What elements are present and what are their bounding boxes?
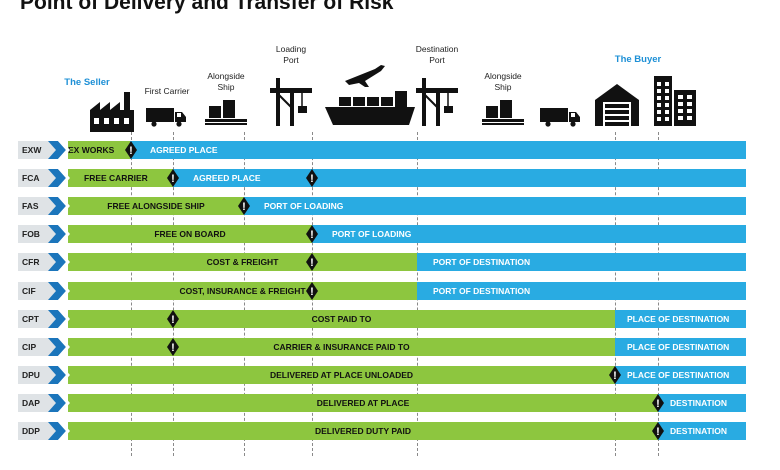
buyer-segment: AGREED PLACE (173, 169, 746, 188)
airplane-ship-icon (325, 65, 415, 125)
risk-transfer-icon: ! (167, 309, 179, 328)
incoterm-code: DAP (18, 393, 56, 412)
incoterm-code: DDP (18, 422, 56, 440)
risk-transfer-icon: ! (167, 169, 179, 188)
incoterm-code: CFR (18, 253, 56, 272)
incoterm-code: CIF (18, 281, 56, 300)
buyer-segment: PORT OF DESTINATION (417, 281, 746, 300)
seller-segment: EX WORKS (68, 141, 130, 159)
truck-icon (146, 108, 186, 127)
svg-text:!: ! (171, 314, 175, 326)
risk-transfer-icon: ! (125, 141, 137, 159)
port-crane-icon (416, 78, 458, 126)
incoterm-code: EXW (18, 141, 56, 159)
seller-segment: COST PAID TO (68, 309, 615, 328)
seller-segment: CARRIER & INSURANCE PAID TO (68, 337, 615, 356)
chevron-right-icon (48, 281, 70, 300)
chevron-right-icon (48, 141, 70, 159)
chevron-right-icon (48, 225, 70, 244)
buyer-segment: PORT OF LOADING (312, 225, 746, 244)
risk-transfer-icon: ! (306, 225, 318, 244)
svg-text:!: ! (613, 370, 617, 382)
chevron-right-icon (48, 169, 70, 188)
incoterm-code: FAS (18, 197, 56, 216)
seller-segment: FREE ALONGSIDE SHIP (68, 197, 244, 216)
cargo-pallet-icon (205, 100, 247, 125)
risk-transfer-icon: ! (306, 169, 318, 188)
risk-transfer-icon: ! (652, 422, 664, 440)
factory-icon (90, 92, 134, 132)
cargo-pallet-icon (482, 100, 524, 125)
seller-segment: DELIVERED DUTY PAID (68, 422, 658, 440)
buyer-segment: PORT OF DESTINATION (417, 253, 746, 272)
warehouse-icon (595, 84, 639, 126)
office-building-icon (654, 76, 696, 126)
svg-text:!: ! (242, 201, 246, 213)
incoterm-code: CPT (18, 309, 56, 328)
incoterm-code: DPU (18, 365, 56, 384)
buyer-segment: AGREED PLACE (130, 141, 746, 159)
chevron-right-icon (48, 309, 70, 328)
buyer-segment: PLACE OF DESTINATION (615, 337, 746, 356)
stage-label-first-carrier: First Carrier (144, 86, 190, 96)
chevron-right-icon (48, 197, 70, 216)
chevron-right-icon (48, 422, 70, 440)
incoterm-code: CIP (18, 337, 56, 356)
seller-segment: FREE ON BOARD (68, 225, 312, 244)
seller-segment: COST, INSURANCE & FREIGHT (68, 281, 417, 300)
svg-text:!: ! (656, 426, 660, 438)
truck-icon (540, 108, 580, 127)
chevron-right-icon (48, 393, 70, 412)
risk-transfer-icon: ! (167, 337, 179, 356)
svg-text:!: ! (171, 173, 175, 185)
seller-segment: FREE CARRIER (68, 169, 173, 188)
svg-text:!: ! (310, 286, 314, 298)
chevron-right-icon (48, 365, 70, 384)
risk-transfer-icon: ! (306, 281, 318, 300)
incoterm-code: FOB (18, 225, 56, 244)
svg-text:!: ! (310, 173, 314, 185)
svg-text:!: ! (310, 229, 314, 241)
risk-transfer-icon: ! (652, 393, 664, 412)
chevron-right-icon (48, 253, 70, 272)
buyer-segment: PORT OF LOADING (244, 197, 746, 216)
svg-text:!: ! (129, 145, 133, 157)
buyer-segment: DESTINATION (658, 422, 746, 440)
seller-label: The Seller (64, 77, 110, 88)
page-title: Point of Delivery and Transfer of Risk (20, 0, 394, 14)
buyer-segment: DESTINATION (658, 393, 746, 412)
seller-segment: DELIVERED AT PLACE UNLOADED (68, 365, 615, 384)
risk-transfer-icon: ! (238, 197, 250, 216)
risk-transfer-icon: ! (306, 253, 318, 272)
svg-text:!: ! (656, 398, 660, 410)
chevron-right-icon (48, 337, 70, 356)
seller-segment: DELIVERED AT PLACE (68, 393, 658, 412)
svg-text:!: ! (171, 342, 175, 354)
buyer-label: The Buyer (614, 54, 662, 65)
svg-text:!: ! (310, 257, 314, 269)
port-crane-icon (270, 78, 312, 126)
incoterm-code: FCA (18, 169, 56, 188)
buyer-segment: PLACE OF DESTINATION (615, 309, 746, 328)
seller-segment: COST & FREIGHT (68, 253, 417, 272)
buyer-segment: PLACE OF DESTINATION (615, 365, 746, 384)
risk-transfer-icon: ! (609, 365, 621, 384)
